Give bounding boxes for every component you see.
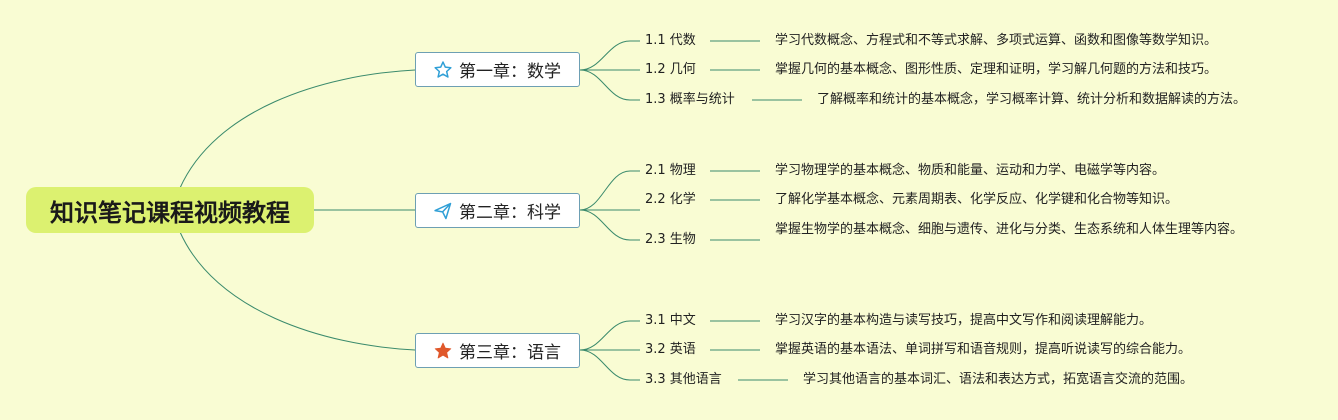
chapter-title: 第三章：语言 [459,343,561,363]
chapter-title: 第二章：科学 [459,203,561,223]
section-description: 掌握英语的基本语法、单词拼写和语音规则，提高听说读写的综合能力。 [775,342,1192,357]
connector-ch2-s1 [579,170,640,211]
connector-ch3-s3 [579,349,640,381]
section-description: 学习其他语言的基本词汇、语法和表达方式，拓宽语言交流的范围。 [803,372,1194,387]
section-description: 了解化学基本概念、元素周期表、化学反应、化学键和化合物等知识。 [775,192,1179,207]
star-outline-icon [433,60,453,80]
section-probability-statistics[interactable]: 1.3 概率与统计 [645,92,735,107]
chapter-title: 第一章：数学 [459,62,561,82]
section-description: 掌握生物学的基本概念、细胞与遗传、进化与分类、生态系统和人体生理等内容。 [775,222,1244,237]
section-description: 了解概率和统计的基本概念，学习概率计算、统计分析和数据解读的方法。 [817,92,1247,107]
root-topic[interactable]: 知识笔记课程视频教程 [26,187,314,233]
paper-plane-icon [433,201,453,221]
chapter-science-node[interactable]: 第二章：科学 [415,193,580,228]
section-physics[interactable]: 2.1 物理 [645,163,696,178]
section-chemistry[interactable]: 2.2 化学 [645,192,696,207]
section-description: 学习代数概念、方程式和不等式求解、多项式运算、函数和图像等数学知识。 [775,33,1218,48]
star-filled-icon [433,341,453,361]
section-algebra[interactable]: 1.1 代数 [645,33,696,48]
section-geometry[interactable]: 1.2 几何 [645,62,696,77]
connector-ch2-s3 [579,209,640,241]
section-biology[interactable]: 2.3 生物 [645,232,696,247]
section-other-languages[interactable]: 3.3 其他语言 [645,372,722,387]
connector-root-ch1 [179,69,416,189]
section-chinese[interactable]: 3.1 中文 [645,313,696,328]
connector-ch1-s3 [579,69,640,101]
connector-root-ch3 [179,231,416,351]
connector-ch3-s1 [579,320,640,351]
section-description: 掌握几何的基本概念、图形性质、定理和证明，学习解几何题的方法和技巧。 [775,62,1218,77]
section-english[interactable]: 3.2 英语 [645,342,696,357]
section-description: 学习汉字的基本构造与读写技巧，提高中文写作和阅读理解能力。 [775,313,1153,328]
chapter-math-node[interactable]: 第一章：数学 [415,52,580,87]
chapter-language-node[interactable]: 第三章：语言 [415,333,580,368]
connector-ch1-s1 [579,40,640,71]
section-description: 学习物理学的基本概念、物质和能量、运动和力学、电磁学等内容。 [775,163,1166,178]
